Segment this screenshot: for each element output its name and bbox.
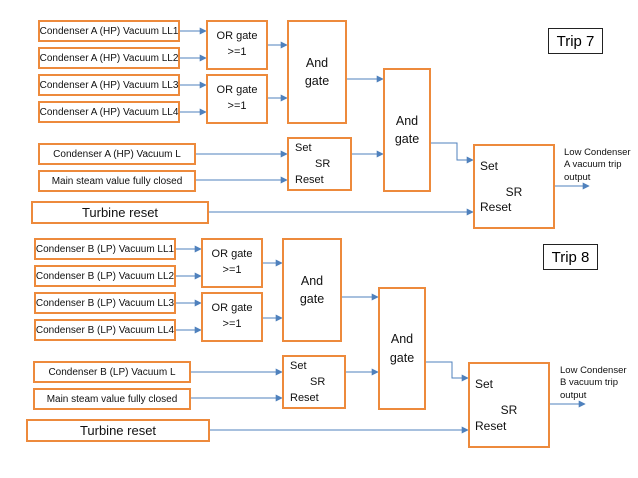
or-gate-label: OR gate (211, 248, 253, 261)
or-gate-threshold: >=1 (227, 100, 247, 112)
output-label-line: A vacuum trip (564, 159, 622, 171)
and-gate-label-2: gate (299, 292, 325, 306)
input-condenser-a-ll3: Condenser A (HP) Vacuum LL3 (38, 74, 180, 96)
or-gate-a-1: OR gate >=1 (206, 20, 268, 70)
sr-reset-label: Reset (290, 392, 319, 404)
sr-set-label: Set (295, 142, 312, 154)
trip-7-label: Trip 7 (548, 28, 603, 54)
input-condenser-b-ll2: Condenser B (LP) Vacuum LL2 (34, 265, 176, 287)
and-gate-label: And (395, 113, 419, 128)
sr-latch-output-b: Set SR Reset (468, 362, 550, 448)
input-condenser-a-ll2: Condenser A (HP) Vacuum LL2 (38, 47, 180, 69)
input-turbine-reset-b: Turbine reset (26, 419, 210, 442)
or-gate-threshold: >=1 (227, 46, 247, 58)
or-gate-label: OR gate (216, 84, 258, 97)
trip-8-label: Trip 8 (543, 244, 598, 270)
or-gate-label: OR gate (211, 302, 253, 315)
and-gate-label-2: gate (389, 350, 415, 365)
output-label-line: output (560, 389, 587, 401)
input-condenser-b-ll4: Condenser B (LP) Vacuum LL4 (34, 319, 176, 341)
and-gate-b-2: And gate (378, 287, 426, 410)
output-label-line: output (564, 171, 591, 183)
input-condenser-b-vacuum-l: Condenser B (LP) Vacuum L (33, 361, 191, 383)
and-gate-b-1: And gate (282, 238, 342, 342)
input-main-steam-closed-a: Main steam value fully closed (38, 170, 196, 192)
sr-reset-label: Reset (475, 419, 507, 433)
output-label-a: Low Condenser A vacuum trip output (564, 147, 638, 184)
wire (426, 361, 469, 382)
and-gate-label-2: gate (304, 74, 330, 88)
input-condenser-b-ll1: Condenser B (LP) Vacuum LL1 (34, 238, 176, 260)
input-condenser-a-ll4: Condenser A (HP) Vacuum LL4 (38, 101, 180, 123)
input-condenser-a-ll1: Condenser A (HP) Vacuum LL1 (38, 20, 180, 42)
sr-set-label: Set (290, 360, 307, 372)
sr-set-label: Set (475, 377, 494, 391)
sr-latch-a: Set SR Reset (287, 137, 352, 191)
and-gate-label-2: gate (394, 132, 420, 146)
and-gate-label: And (390, 332, 414, 347)
sr-label: SR (310, 376, 326, 388)
sr-label: SR (315, 158, 331, 170)
or-gate-threshold: >=1 (222, 264, 242, 276)
and-gate-label: And (300, 273, 324, 288)
or-gate-b-2: OR gate >=1 (201, 292, 263, 342)
input-condenser-a-vacuum-l: Condenser A (HP) Vacuum L (38, 143, 196, 165)
output-label-b: Low Condenser B vacuum trip output (560, 365, 638, 402)
output-label-line: Low Condenser (560, 365, 627, 376)
input-condenser-b-ll3: Condenser B (LP) Vacuum LL3 (34, 292, 176, 314)
and-gate-label: And (305, 55, 329, 70)
sr-reset-label: Reset (480, 200, 512, 214)
or-gate-threshold: >=1 (222, 318, 242, 330)
sr-set-label: Set (480, 159, 499, 173)
sr-latch-b: Set SR Reset (282, 355, 346, 409)
output-label-line: Low Condenser (564, 147, 631, 158)
sr-reset-label: Reset (295, 174, 324, 186)
sr-label: SR (505, 185, 523, 199)
or-gate-label: OR gate (216, 30, 258, 43)
sr-latch-output-a: Set SR Reset (473, 144, 555, 229)
or-gate-b-1: OR gate >=1 (201, 238, 263, 288)
sr-label: SR (500, 403, 518, 417)
and-gate-a-2: And gate (383, 68, 431, 192)
input-main-steam-closed-b: Main steam value fully closed (33, 388, 191, 410)
wire (431, 142, 474, 164)
and-gate-a-1: And gate (287, 20, 347, 124)
input-turbine-reset-a: Turbine reset (31, 201, 209, 224)
output-label-line: B vacuum trip (560, 377, 619, 389)
or-gate-a-2: OR gate >=1 (206, 74, 268, 124)
